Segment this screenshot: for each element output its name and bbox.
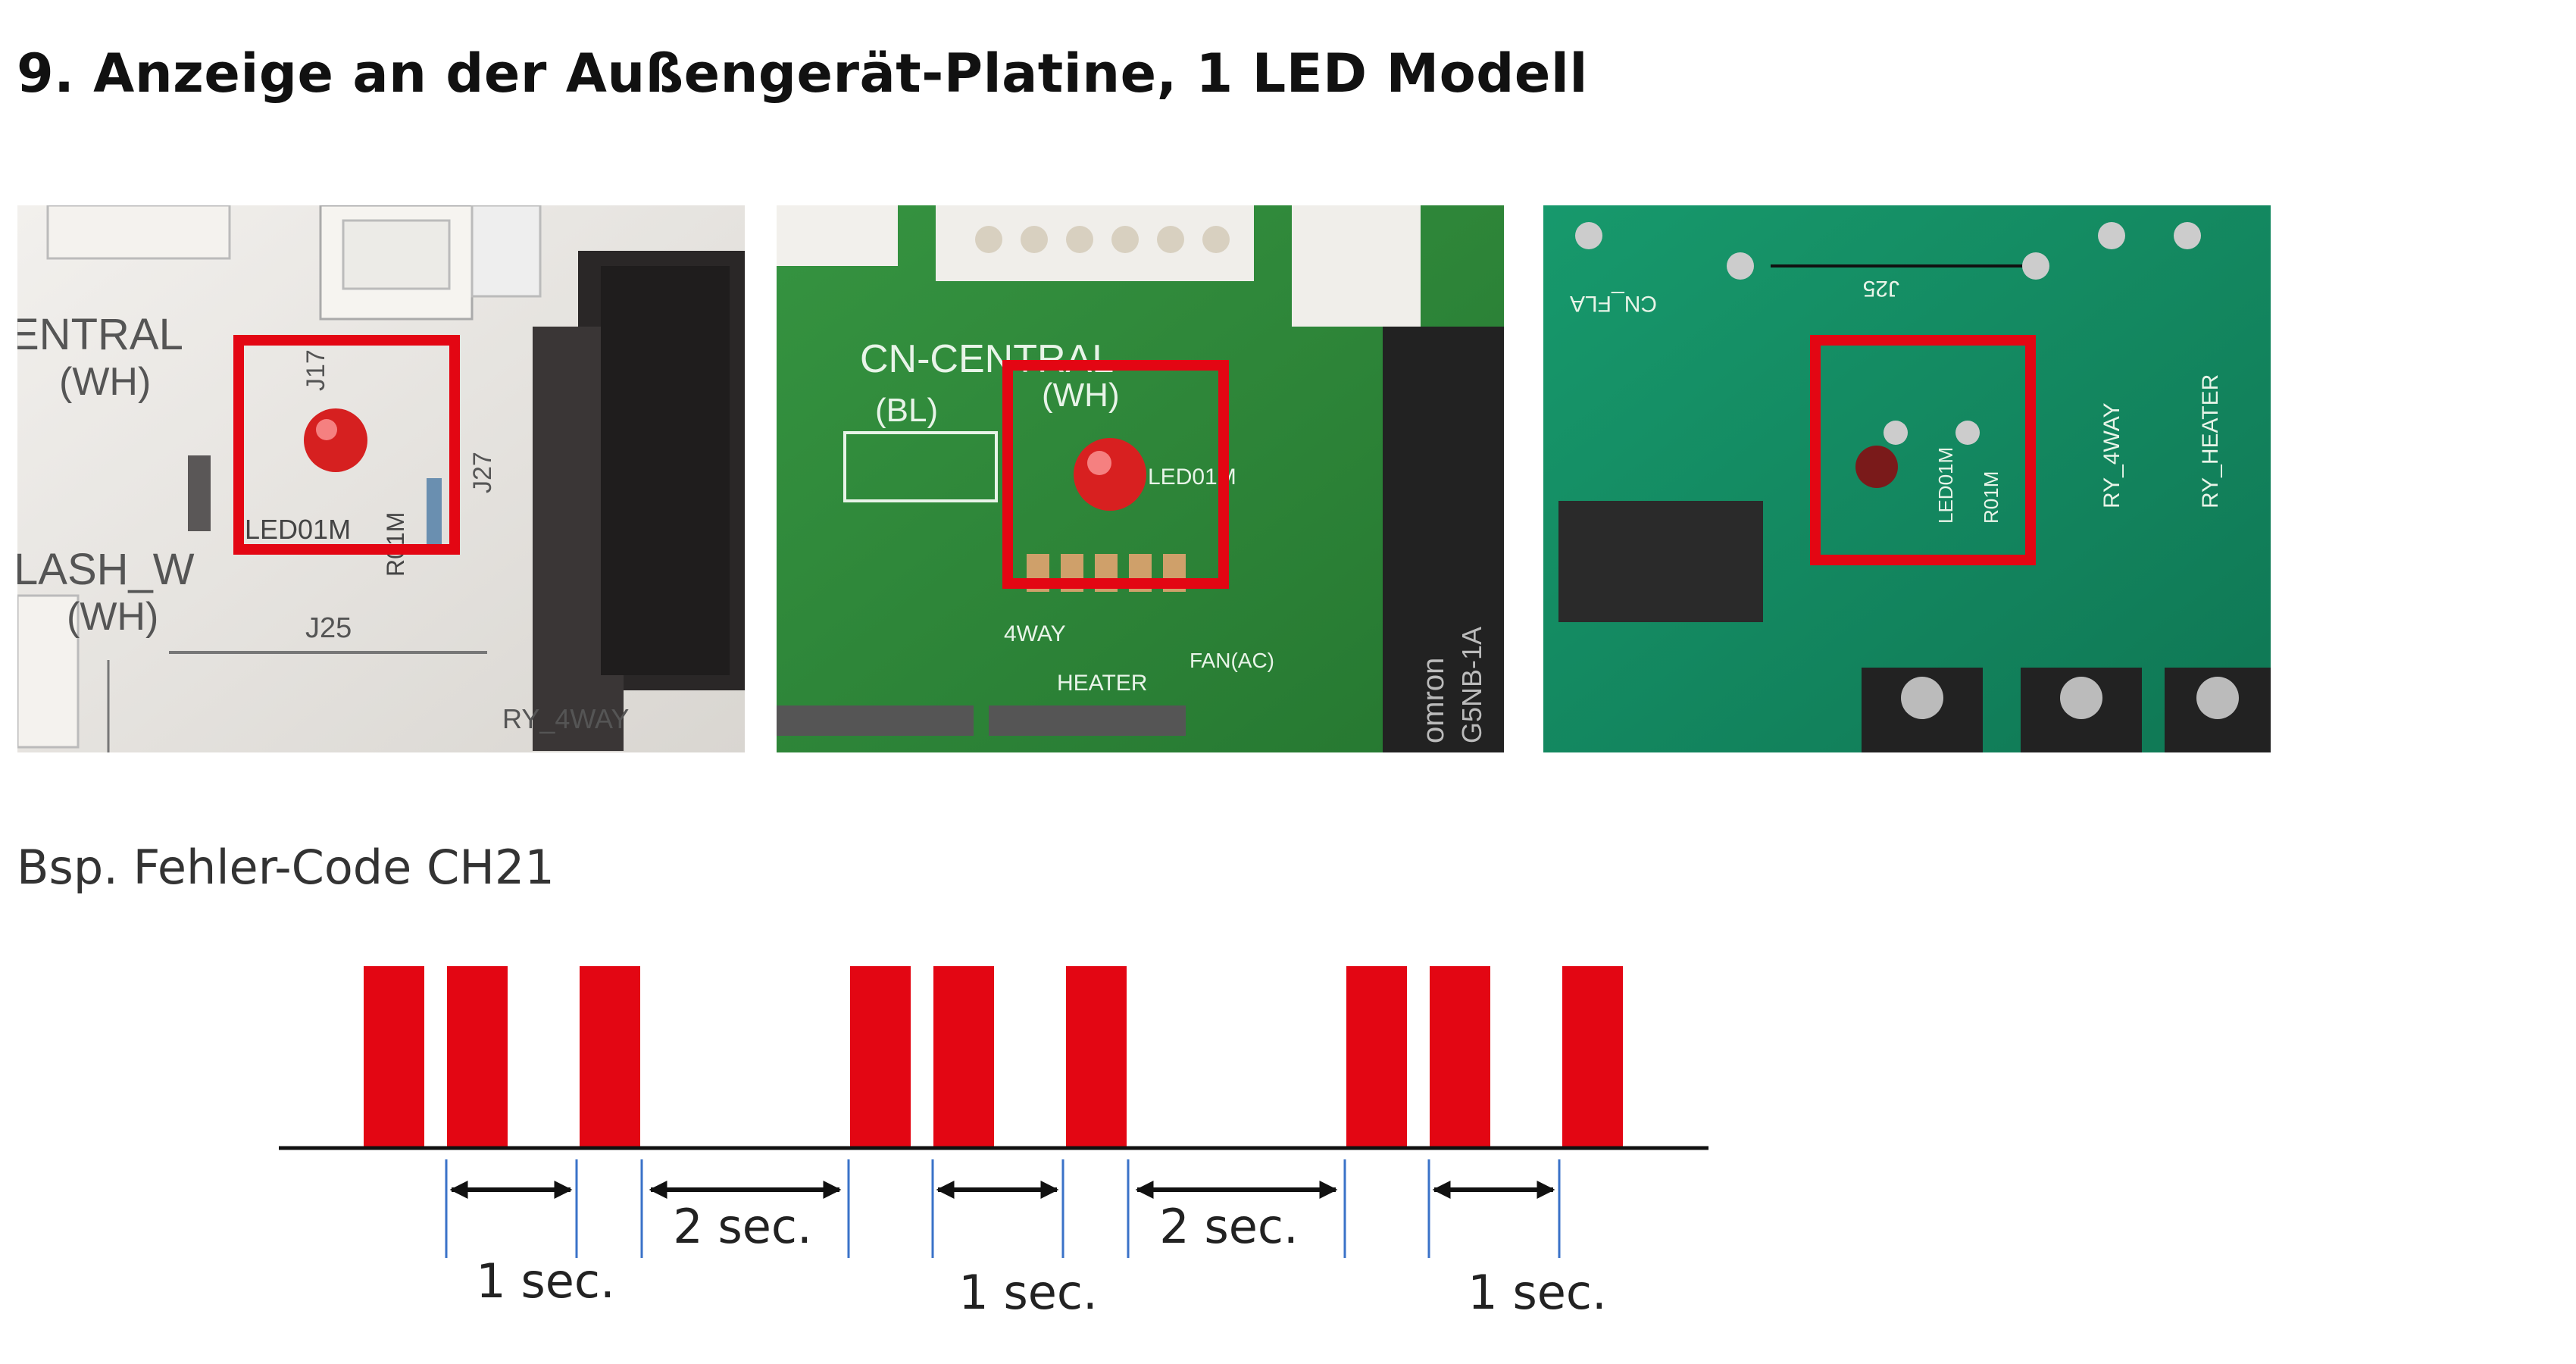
led-pulse <box>580 966 640 1148</box>
led-highlight-box-1 <box>233 335 460 555</box>
silk-cn-fla: CN_FLA <box>1570 291 1657 316</box>
board-photo-3: J25 CN_FLA LED01M R01M RY_4WAY RY_HEATER <box>1543 205 2271 752</box>
silk-led01m: LED01M <box>245 514 351 545</box>
silk-bl: (BL) <box>875 392 938 429</box>
board-photo-1: ENTRAL (WH) LASH_W (WH) J25 RY_4WAY J17 … <box>17 205 745 752</box>
silk-ry-4way: RY_4WAY <box>2099 403 2124 509</box>
label-2-sec-a: 2 sec. <box>673 1199 811 1254</box>
led-pulse <box>364 966 424 1148</box>
silk-central: ENTRAL <box>17 310 183 359</box>
led-highlight-box-3 <box>1810 335 2036 565</box>
silk-j25: J25 <box>1863 276 1899 301</box>
blink-timing-diagram: 1 sec. 2 sec. 1 sec. 2 sec. 1 sec. <box>279 966 1708 1320</box>
page-title: 9. Anzeige an der Außengerät-Platine, 1 … <box>17 42 1588 105</box>
silk-cn-central: CN-CENTRAL <box>860 337 1114 381</box>
silk-heater: HEATER <box>1057 671 1147 696</box>
led-pulse <box>447 966 508 1148</box>
silk-r01m: R01M <box>1980 471 2002 524</box>
led-highlight-box-2 <box>1002 360 1229 589</box>
silk-fan: FAN(AC) <box>1190 649 1274 672</box>
silk-wh: (WH) <box>1042 377 1120 414</box>
label-1-sec-a: 1 sec. <box>476 1253 614 1309</box>
label-1-sec-c: 1 sec. <box>1468 1265 1606 1320</box>
led-pulse <box>1562 966 1623 1148</box>
silk-j25: J25 <box>305 612 352 644</box>
board-photo-2: CN-CENTRAL (BL) (WH) LED01M 4WAY HEATER … <box>777 205 1504 752</box>
silk-wh-1: (WH) <box>59 360 151 404</box>
silk-omron: omron <box>1417 658 1450 743</box>
silk-g5nb: G5NB-1A <box>1456 627 1487 743</box>
silk-4way: 4WAY <box>1004 621 1066 646</box>
led-pulse <box>1346 966 1407 1148</box>
silk-flash: LASH_W <box>17 545 195 594</box>
led-pulse <box>1066 966 1127 1148</box>
label-2-sec-b: 2 sec. <box>1159 1199 1298 1254</box>
silk-ry-heater: RY_HEATER <box>2198 374 2223 508</box>
silk-j27: J27 <box>468 452 497 493</box>
silk-ry4way: RY_4WAY <box>502 703 629 734</box>
label-1-sec-b: 1 sec. <box>958 1265 1097 1320</box>
silk-j17: J17 <box>302 349 330 391</box>
led-pulse <box>933 966 994 1148</box>
error-code-example: Bsp. Fehler-Code CH21 <box>17 840 555 895</box>
led-pulse <box>1430 966 1490 1148</box>
silk-led01m: LED01M <box>1934 447 1957 524</box>
led-pulse <box>850 966 911 1148</box>
silk-wh-2: (WH) <box>67 595 158 639</box>
